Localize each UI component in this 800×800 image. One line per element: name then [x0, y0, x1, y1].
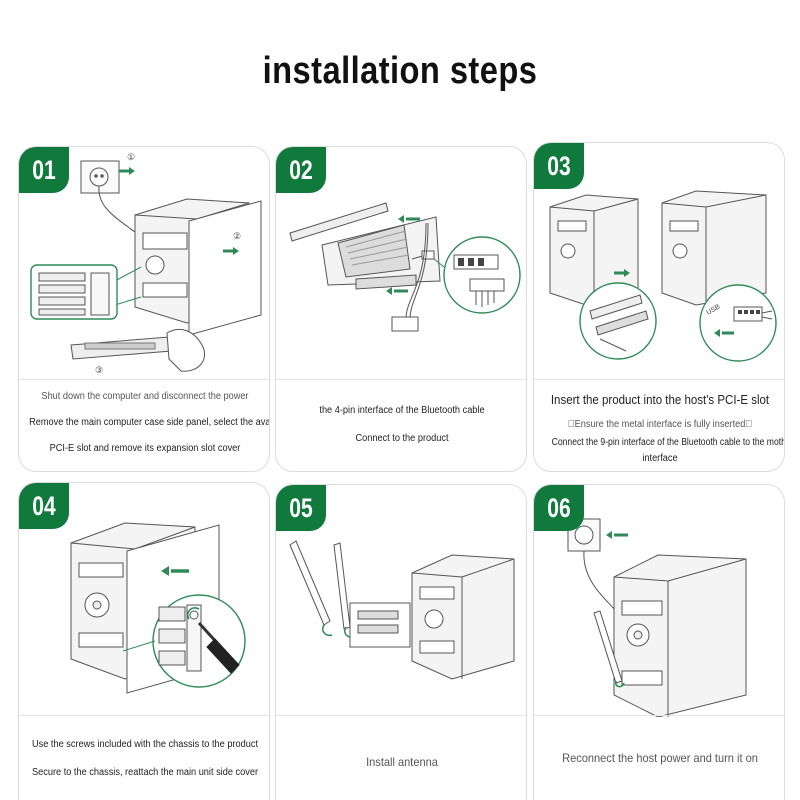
step-04-caption-2: Secure to the chassis, reattach the main… [31, 767, 259, 778]
step-card-04: 04 Use the screws included with the chas… [18, 482, 270, 800]
step-card-05: 05 Install antenna [275, 484, 527, 800]
antenna-icon [593, 610, 625, 688]
step-number-badge: 04 [19, 483, 69, 529]
step-02-caption-1: the 4-pin interface of the Bluetooth cab… [319, 405, 485, 416]
antenna-icon [289, 540, 355, 639]
step-03-caption-2:  Ensure the metal interface is fully ins… [567, 419, 753, 430]
computer-case-icon [549, 190, 767, 306]
callout-2: ② [233, 231, 241, 241]
step-number-badge: 06 [534, 485, 584, 531]
step-card-01: ① ② [18, 146, 270, 472]
step-number-badge: 03 [534, 143, 584, 189]
step-05-caption-1: Install antenna [366, 755, 438, 769]
step-card-06: 06 Reconnect the host power and turn it … [533, 484, 785, 800]
step-04-caption-1: Use the screws included with the chassis… [31, 739, 259, 750]
step-number-badge: 01 [19, 147, 69, 193]
step-03-caption-4: interface [642, 453, 678, 464]
step-card-03: USB 03 Insert the product into the host'… [533, 142, 785, 472]
step-card-02: 02 the 4-pin interface of the Bluetooth … [275, 146, 527, 472]
side-panel-icon [188, 200, 262, 336]
step-number-badge: 05 [276, 485, 326, 531]
callout-3: ③ [95, 365, 103, 375]
step-02-illustration [276, 147, 526, 379]
power-socket-icon [80, 160, 140, 236]
power-socket-icon [567, 518, 615, 610]
computer-case-icon [613, 554, 747, 717]
step-04-illustration [19, 483, 269, 715]
step-06-illustration [534, 485, 784, 717]
pcie-slot-icon [30, 264, 142, 320]
screw-icon [186, 607, 200, 620]
callout-1: ① [127, 152, 135, 162]
hand-icon [166, 329, 205, 372]
step-01-caption-2: Remove the main computer case side panel… [29, 417, 270, 428]
heatsink-icon [337, 224, 411, 278]
computer-case-icon [411, 554, 515, 680]
step-01-caption-1: Shut down the computer and disconnect th… [41, 391, 249, 402]
slot-cover-icon [70, 336, 172, 360]
screwdriver-icon [197, 621, 240, 674]
step-02-caption-2: Connect to the product [355, 433, 449, 444]
bluetooth-cable-icon [391, 222, 429, 332]
step-03-caption-1: Insert the product into the host's PCI-E… [550, 393, 770, 407]
step-05-illustration [276, 485, 526, 717]
usb-header-icon [699, 284, 777, 362]
pcie-slot-icon [579, 282, 657, 360]
step-03-illustration: USB [534, 143, 784, 375]
step-number-badge: 02 [276, 147, 326, 193]
step-01-caption-3: PCI-E slot and remove its expansion slot… [49, 443, 241, 454]
step-01-illustration: ① ② [19, 147, 269, 379]
step-06-caption-1: Reconnect the host power and turn it on [562, 751, 758, 765]
step-03-caption-3: Connect the 9-pin interface of the Bluet… [551, 437, 784, 448]
page-title: installation steps [262, 50, 538, 92]
